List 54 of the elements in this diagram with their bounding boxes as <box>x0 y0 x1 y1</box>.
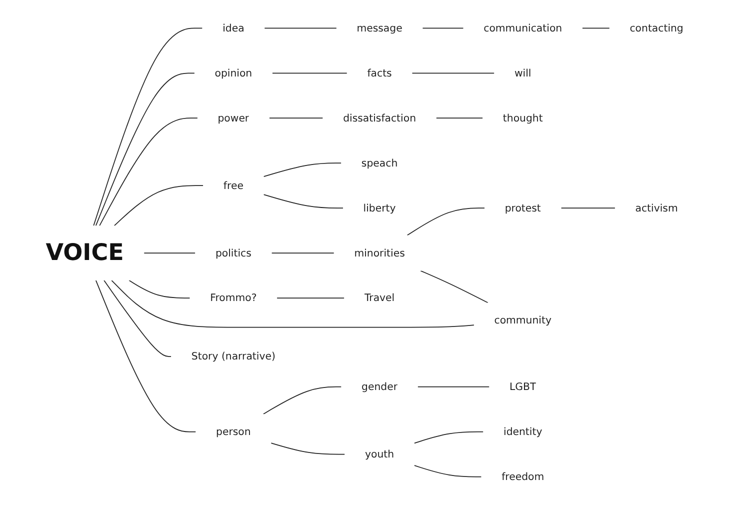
node-text: community <box>494 314 552 326</box>
connector <box>269 118 324 119</box>
connector <box>129 280 191 298</box>
connector <box>100 118 198 226</box>
node-text: thought <box>503 112 544 124</box>
connector <box>114 185 204 226</box>
connector <box>420 270 489 304</box>
node-text: idea <box>223 22 245 34</box>
node-text: freedom <box>502 470 545 483</box>
connector <box>418 386 490 388</box>
connector <box>407 208 486 236</box>
connector <box>264 28 338 29</box>
node-text: Travel <box>364 292 396 304</box>
connector <box>144 252 196 254</box>
connector <box>582 28 610 29</box>
connector <box>94 28 204 226</box>
node-text: power <box>218 112 250 124</box>
node-text: gender <box>362 380 398 393</box>
connector <box>272 252 335 254</box>
node-text: LGBT <box>510 380 537 393</box>
connector <box>414 431 484 444</box>
node-text: free <box>224 179 244 192</box>
connector <box>412 72 496 74</box>
connector <box>104 280 172 357</box>
node-text: protest <box>505 202 542 214</box>
connector <box>264 162 342 178</box>
node-text: Story (narrative) <box>192 350 276 362</box>
connector <box>414 465 482 478</box>
connector <box>264 194 344 208</box>
node-text: minorities <box>354 246 406 259</box>
node-text: facts <box>368 66 392 80</box>
node-text: message <box>357 22 403 34</box>
connector <box>96 280 197 432</box>
node-text: person <box>216 426 252 438</box>
node-text: will <box>514 66 532 80</box>
node-text: speach <box>362 156 398 170</box>
node-text: politics <box>216 246 252 259</box>
node-text: contacting <box>630 22 684 34</box>
node-text: communication <box>484 22 563 34</box>
node-text: dissatisfaction <box>344 112 416 124</box>
connector <box>271 442 346 455</box>
connector <box>96 72 196 226</box>
connector <box>112 280 475 328</box>
node-text: liberty <box>364 202 396 214</box>
node-text: opinion <box>215 66 253 80</box>
node-text: youth <box>365 448 395 460</box>
connector <box>263 386 342 415</box>
node-text: Frommo? <box>210 292 258 304</box>
connector <box>436 118 484 119</box>
node-text: identity <box>504 426 543 438</box>
connector <box>422 28 464 29</box>
node-text: VOICE <box>46 239 124 266</box>
connector <box>272 72 348 74</box>
node-text: activism <box>636 202 678 214</box>
